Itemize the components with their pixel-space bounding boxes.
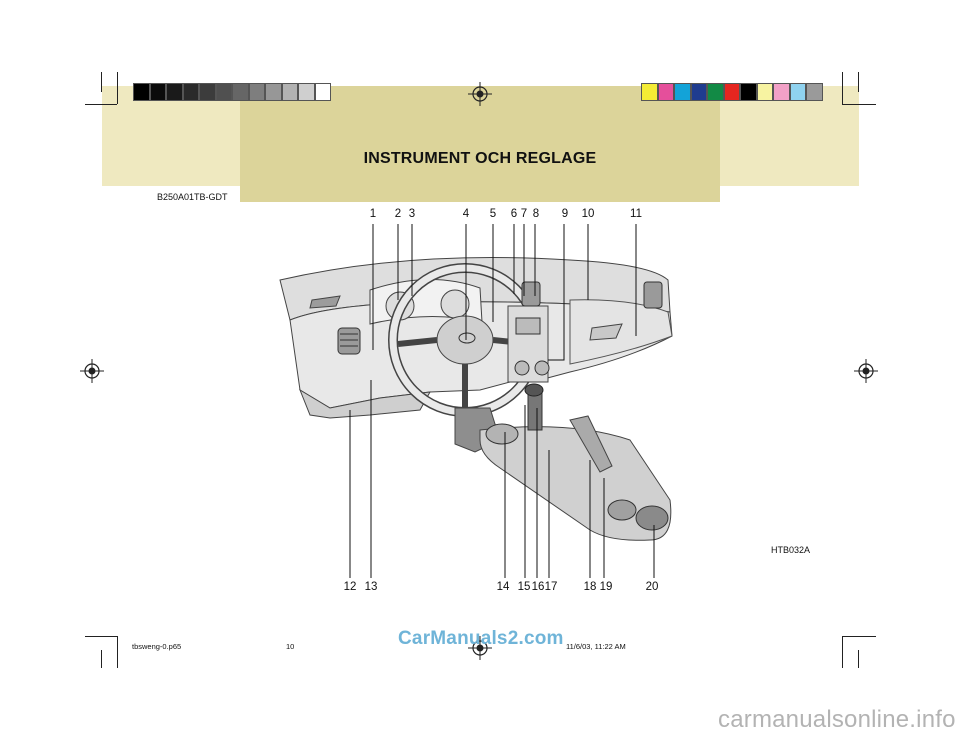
page-title: INSTRUMENT OCH REGLAGE [363, 150, 597, 167]
color-swatch [674, 83, 691, 101]
callout-11: 11 [630, 208, 642, 220]
registration-mark-left [80, 359, 104, 383]
callout-2: 2 [394, 208, 402, 220]
callout-9: 9 [561, 208, 569, 220]
footer-timestamp: 11/6/03, 11:22 AM [566, 642, 626, 651]
document-code: B250A01TB-GDT [157, 192, 228, 202]
grayscale-swatch [248, 83, 265, 101]
callout-15: 15 [517, 581, 531, 593]
callout-17: 17 [544, 581, 558, 593]
grayscale-swatch [199, 83, 216, 101]
grayscale-swatch [133, 83, 150, 101]
color-swatch [723, 83, 740, 101]
callout-1: 1 [369, 208, 377, 220]
grayscale-swatch [182, 83, 199, 101]
callout-6: 6 [510, 208, 518, 220]
color-swatch [707, 83, 724, 101]
color-swatch [657, 83, 674, 101]
callout-7: 7 [520, 208, 528, 220]
color-swatch [806, 83, 823, 101]
dashboard-illustration [279, 257, 673, 541]
color-swatch [641, 83, 658, 101]
callout-20: 20 [645, 581, 659, 593]
registration-mark-right [854, 359, 878, 383]
callout-5: 5 [489, 208, 497, 220]
figure-code: HTB032A [771, 545, 811, 555]
footer-page-number: 10 [286, 642, 295, 651]
color-swatch [740, 83, 757, 101]
callout-14: 14 [496, 581, 510, 593]
carmanuals-watermark[interactable]: CarManuals2.com [398, 628, 564, 649]
grayscale-swatch [149, 83, 166, 101]
callout-12: 12 [343, 581, 357, 593]
callout-18: 18 [583, 581, 597, 593]
registration-mark-top [468, 82, 492, 106]
callout-3: 3 [408, 208, 416, 220]
callout-13: 13 [364, 581, 378, 593]
grayscale-calibration-bar [133, 83, 331, 101]
callout-10: 10 [581, 208, 595, 220]
footer-file-name: tbsweng-0.p65 [132, 642, 182, 651]
callout-19: 19 [599, 581, 613, 593]
color-swatch [773, 83, 790, 101]
color-swatch [690, 83, 707, 101]
grayscale-swatch [215, 83, 232, 101]
grayscale-swatch [265, 83, 282, 101]
color-swatch [789, 83, 806, 101]
registration-mark-bottom [468, 636, 492, 660]
grayscale-swatch [298, 83, 315, 101]
grayscale-swatch [281, 83, 298, 101]
callout-8: 8 [532, 208, 540, 220]
callout-16: 16 [531, 581, 545, 593]
callout-4: 4 [462, 208, 470, 220]
color-swatch [756, 83, 773, 101]
grayscale-swatch [166, 83, 183, 101]
site-watermark[interactable]: carmanualsonline.info [718, 706, 956, 733]
grayscale-swatch [314, 83, 331, 101]
color-calibration-bar [641, 83, 823, 101]
grayscale-swatch [232, 83, 249, 101]
